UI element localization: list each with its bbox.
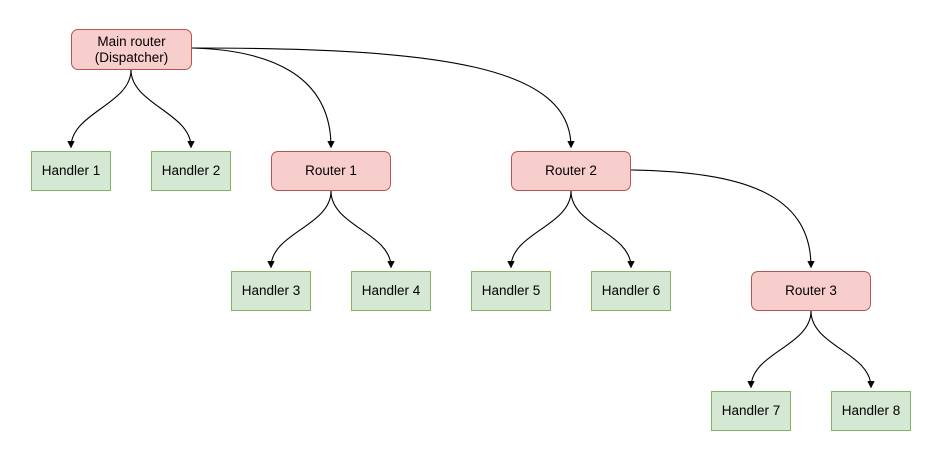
edge-router-2-to-router-3: [630, 169, 811, 267]
node-handler-2[interactable]: Handler 2: [151, 151, 231, 191]
node-label-handler-6: Handler 6: [601, 283, 661, 298]
edge-router-1-to-handler-3: [271, 190, 332, 267]
node-handler-8[interactable]: Handler 8: [831, 391, 911, 431]
node-label-handler-3: Handler 3: [241, 283, 301, 298]
edge-main-router-to-router-2: [191, 47, 571, 147]
node-router-2[interactable]: Router 2: [511, 151, 631, 191]
edge-router-3-to-handler-8: [810, 310, 871, 387]
node-main-router[interactable]: Main router (Dispatcher): [71, 29, 192, 70]
node-handler-7[interactable]: Handler 7: [711, 391, 791, 431]
edge-router-3-to-handler-7: [751, 310, 812, 387]
edge-main-router-to-handler-2: [130, 69, 191, 147]
node-label-router-3: Router 3: [785, 283, 837, 298]
node-label-handler-7: Handler 7: [721, 403, 781, 418]
edge-main-router-to-router-1: [191, 47, 331, 147]
edge-main-router-to-handler-1: [71, 69, 132, 147]
node-handler-6[interactable]: Handler 6: [591, 271, 671, 311]
node-router-1[interactable]: Router 1: [271, 151, 391, 191]
node-label-main-router: Main router (Dispatcher): [94, 33, 169, 65]
node-label-router-1: Router 1: [305, 163, 357, 178]
node-label-handler-4: Handler 4: [361, 283, 421, 298]
node-label-handler-5: Handler 5: [481, 283, 541, 298]
edge-router-1-to-handler-4: [330, 190, 391, 267]
node-router-3[interactable]: Router 3: [751, 271, 871, 311]
node-handler-4[interactable]: Handler 4: [351, 271, 431, 311]
node-label-handler-2: Handler 2: [161, 163, 221, 178]
node-handler-5[interactable]: Handler 5: [471, 271, 551, 311]
edge-router-2-to-handler-5: [511, 190, 572, 267]
node-label-handler-1: Handler 1: [41, 163, 101, 178]
node-handler-1[interactable]: Handler 1: [31, 151, 111, 191]
edge-router-2-to-handler-6: [570, 190, 631, 267]
node-label-router-2: Router 2: [545, 163, 597, 178]
node-handler-3[interactable]: Handler 3: [231, 271, 311, 311]
node-label-handler-8: Handler 8: [841, 403, 901, 418]
